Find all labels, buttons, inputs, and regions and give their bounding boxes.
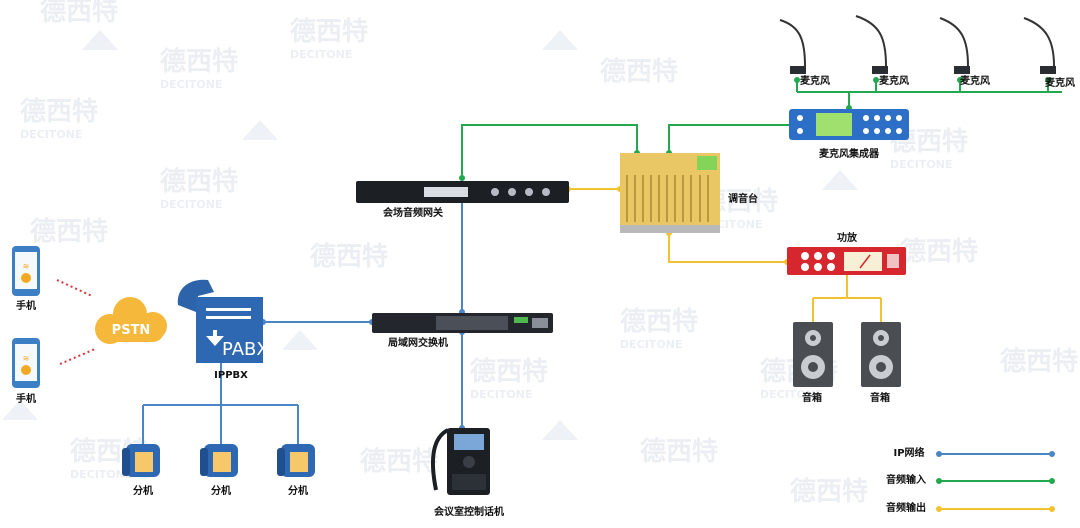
svg-text:德西特: 德西特 (160, 46, 238, 77)
ip-network-nodes (260, 193, 465, 431)
mixer-label: 调音台 (728, 192, 758, 205)
extension-3-label: 分机 (288, 484, 308, 497)
mic-integrator-device (789, 109, 909, 140)
legend-audio-out-label: 音频输出 (886, 501, 926, 514)
legend-ip-label: IP网络 (893, 446, 924, 459)
legend-audio-in-label: 音频输入 (886, 473, 926, 486)
svg-text:德西特: 德西特 (30, 216, 108, 247)
mic-2-label: 麦克风 (879, 74, 909, 87)
svg-text:DECITONE: DECITONE (890, 158, 952, 171)
svg-text:DECITONE: DECITONE (470, 388, 532, 401)
speaker-2 (861, 322, 901, 387)
svg-text:德西特: 德西特 (600, 56, 678, 87)
svg-text:DECITONE: DECITONE (160, 198, 222, 211)
svg-text:德西特: 德西特 (360, 446, 438, 477)
conference-phone-label: 会议室控制话机 (434, 505, 504, 518)
mic-3-label: 麦克风 (960, 74, 990, 87)
microphone-3 (939, 17, 970, 74)
svg-text:DECITONE: DECITONE (620, 338, 682, 351)
audio-gateway-label: 会场音频网关 (383, 206, 443, 219)
svg-text:德西特: 德西特 (160, 166, 238, 197)
audio-gateway-device (356, 181, 569, 203)
legend: IP网络 音频输入 音频输出 (886, 446, 1055, 514)
svg-text:DECITONE: DECITONE (760, 388, 822, 401)
extension-phone-3 (277, 444, 315, 477)
mic-integrator-label: 麦克风集成器 (819, 147, 880, 160)
mobile-2-label: 手机 (16, 392, 36, 405)
microphone-4 (1023, 17, 1056, 74)
audio-input-lines (461, 80, 1062, 178)
audio-output-lines (568, 188, 882, 322)
svg-text:德西特: 德西特 (640, 436, 718, 467)
microphone-1 (779, 19, 806, 74)
ip-network-lines (142, 195, 463, 444)
extension-phone-1 (122, 444, 160, 477)
speaker-1-label: 音箱 (802, 391, 822, 404)
extension-phone-2 (200, 444, 238, 477)
lan-switch-device (372, 313, 553, 333)
mic-4-label: 麦克风 (1045, 76, 1075, 89)
mobile-1-label: 手机 (16, 299, 36, 312)
svg-text:DECITONE: DECITONE (160, 78, 222, 91)
svg-text:德西特: 德西特 (310, 241, 388, 272)
speaker-1 (793, 322, 833, 387)
mobile-phone-2: ≋ (12, 338, 40, 388)
watermark-layer: 德西特 德西特 德西特 德西特 德西特 德西特 德西特 德西特 德西特 德西特 … (2, 0, 1078, 507)
ippbx-device: PABX (177, 279, 269, 363)
mic-1-label: 麦克风 (800, 74, 830, 87)
svg-text:DECITONE: DECITONE (70, 468, 132, 481)
pstn-label: PSTN (112, 323, 151, 338)
pstn-cloud-icon (95, 297, 167, 344)
wifi-icon: ≋ (23, 262, 30, 271)
lan-switch-label: 局域网交换机 (387, 336, 448, 349)
mixer-device (620, 153, 720, 233)
svg-text:德西特: 德西特 (1000, 346, 1078, 377)
svg-text:德西特: 德西特 (20, 96, 98, 127)
svg-text:德西特: 德西特 (790, 476, 868, 507)
svg-text:DECITONE: DECITONE (290, 48, 352, 61)
svg-text:德西特: 德西特 (620, 306, 698, 337)
handset-icon (177, 279, 214, 312)
svg-text:德西特: 德西特 (40, 0, 118, 27)
arrow-down-icon (206, 330, 224, 346)
ippbx-label: IPPBX (214, 370, 248, 381)
wifi-icon: ≋ (23, 354, 30, 363)
svg-text:德西特: 德西特 (290, 16, 368, 47)
mobile-phone-1: ≋ (12, 246, 40, 296)
microphone-2 (855, 15, 888, 74)
speaker-2-label: 音箱 (870, 391, 890, 404)
conference-phone-device (430, 428, 490, 495)
svg-text:德西特: 德西特 (470, 356, 548, 387)
amplifier-label: 功放 (837, 231, 858, 244)
extension-2-label: 分机 (211, 484, 231, 497)
pabx-text: PABX (222, 339, 269, 360)
pstn-links (56, 279, 96, 365)
svg-text:DECITONE: DECITONE (20, 128, 82, 141)
amplifier-device (787, 247, 906, 275)
extension-1-label: 分机 (133, 484, 153, 497)
svg-text:德西特: 德西特 (900, 236, 978, 267)
